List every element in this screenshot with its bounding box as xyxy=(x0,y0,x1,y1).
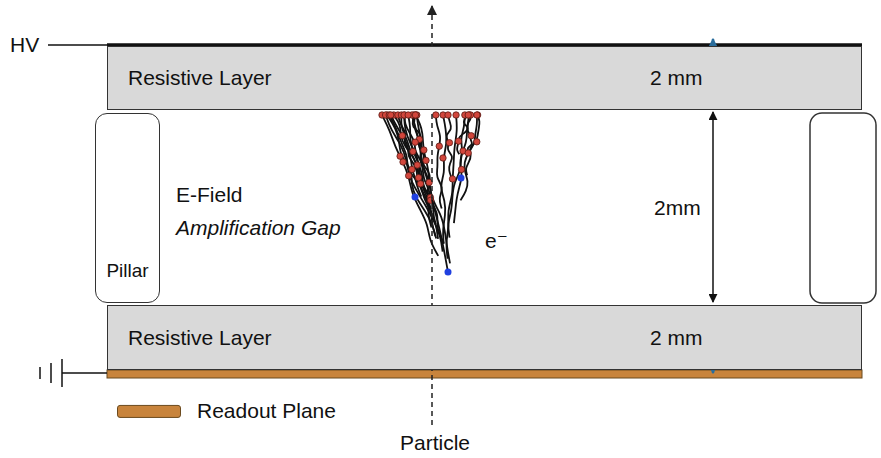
node-label: Resistive Layer xyxy=(128,326,272,350)
dimension-label: 2mm xyxy=(654,196,701,220)
ion-dot xyxy=(474,112,480,118)
electron-label: e⁻ xyxy=(485,229,508,253)
electron-track xyxy=(391,115,417,177)
ground-symbol xyxy=(40,359,107,387)
legend-swatch xyxy=(117,404,181,417)
electron-dot xyxy=(445,269,452,276)
ion-dot xyxy=(421,147,427,153)
ion-dot xyxy=(397,153,403,159)
electron-track xyxy=(386,115,443,252)
ion-dot xyxy=(455,138,461,144)
ion-dot xyxy=(414,162,420,168)
readout-plane xyxy=(107,370,862,378)
pillar xyxy=(810,113,876,303)
ion-dot xyxy=(445,112,451,118)
particle-label: Particle xyxy=(400,431,470,455)
legend-entry: Readout Plane xyxy=(117,399,336,423)
ion-dot xyxy=(399,132,405,138)
ion-dot xyxy=(400,159,406,165)
ion-dot xyxy=(474,112,480,118)
ion-dot xyxy=(412,112,418,118)
electron-track xyxy=(432,200,448,272)
ion-dot xyxy=(405,112,411,118)
electron-track xyxy=(457,115,468,154)
node-label: Resistive Layer xyxy=(128,66,272,90)
ion-dot xyxy=(468,133,474,139)
region-label: Amplification Gap xyxy=(176,216,341,240)
electron-dot xyxy=(458,175,465,182)
node-label: Pillar xyxy=(106,260,148,282)
ion-dot xyxy=(388,112,394,118)
field-label: E-Field xyxy=(176,183,243,207)
ion-dot xyxy=(412,139,418,145)
electron-track xyxy=(447,115,452,177)
dimension-label: 2 mm xyxy=(650,66,703,90)
ion-dot xyxy=(433,112,439,118)
dimension-arrow xyxy=(712,112,714,302)
ion-dot xyxy=(465,150,471,156)
electron-track xyxy=(389,115,438,239)
dimension-label: 2 mm xyxy=(650,326,703,350)
ion-dot xyxy=(465,112,471,118)
electron-track xyxy=(415,115,431,197)
ion-dot xyxy=(412,112,418,118)
ion-dot xyxy=(440,155,446,161)
ion-dot xyxy=(405,172,411,178)
ion-dot xyxy=(417,181,423,187)
ion-dot xyxy=(446,140,452,146)
resistive-layer: Resistive Layer xyxy=(107,46,862,110)
ion-dot xyxy=(423,157,429,163)
legend-label: Readout Plane xyxy=(197,399,336,423)
ion-dot xyxy=(458,166,464,172)
electron-track xyxy=(382,115,438,256)
pillar: Pillar xyxy=(95,113,160,303)
electron-track xyxy=(454,115,465,223)
electron-track xyxy=(436,115,442,209)
electron-avalanche xyxy=(379,112,481,276)
ion-dot xyxy=(474,139,480,145)
ion-dot xyxy=(415,174,421,180)
ion-dot xyxy=(409,166,415,172)
resistive-layer: Resistive Layer xyxy=(107,305,862,370)
voltage-label: HV xyxy=(10,33,39,57)
ion-dot xyxy=(436,143,442,149)
ion-dot xyxy=(410,148,416,154)
electron-track xyxy=(460,115,476,200)
electron-track xyxy=(447,115,457,259)
electron-track xyxy=(412,115,450,263)
electron-dot xyxy=(412,194,419,201)
ion-dot xyxy=(449,176,455,182)
ion-dot xyxy=(453,112,459,118)
